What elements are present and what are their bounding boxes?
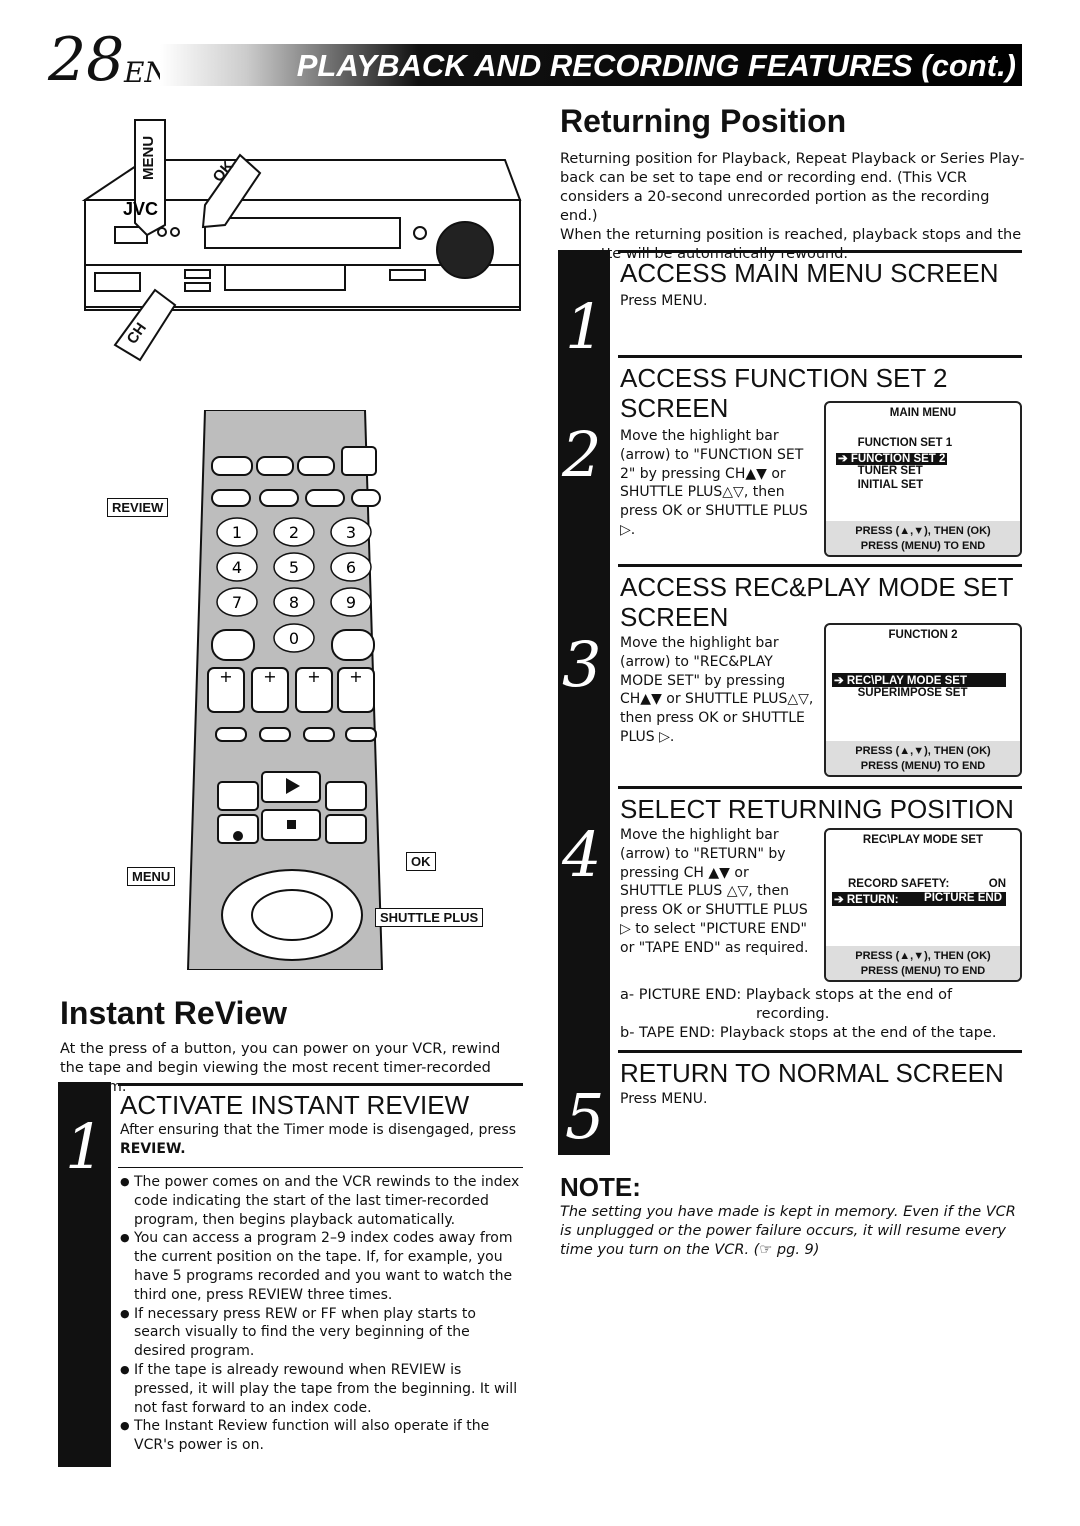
returning-step-bar bbox=[558, 250, 610, 1155]
step2-text: Move the highlight bar (arrow) to "FUNCT… bbox=[620, 428, 808, 538]
shuttle-plus-callout: SHUTTLE PLUS bbox=[375, 908, 484, 927]
recplay-screen: REC\PLAY MODE SET RECORD SAFETY:ON ➔ RET… bbox=[824, 828, 1022, 982]
vcr-menu-label: MENU bbox=[140, 135, 157, 180]
key-0: 0 bbox=[289, 629, 299, 648]
step-number-1: 1 bbox=[565, 290, 605, 363]
return-row: ➔ RETURN:PICTURE END bbox=[832, 892, 1006, 906]
bullet-1: The power comes on and the VCR rewinds t… bbox=[120, 1173, 525, 1229]
note-a-cont: recording. bbox=[756, 1006, 830, 1022]
review-key: REVIEW. bbox=[120, 1140, 186, 1157]
instant-bullets: The power comes on and the VCR rewinds t… bbox=[120, 1173, 525, 1455]
vcr-brand: JVC bbox=[123, 199, 158, 219]
menu-item-tuner-set: TUNER SET bbox=[857, 465, 923, 477]
step4-text: Move the highlight bar (arrow) to "RETUR… bbox=[620, 827, 809, 956]
instant-review-intro: At the press of a button, you can power … bbox=[60, 1041, 501, 1095]
key-7: 7 bbox=[232, 593, 242, 612]
instant-step-text: After ensuring that the Timer mode is di… bbox=[120, 1122, 516, 1157]
step3-title-2: SCREEN bbox=[620, 602, 729, 632]
step-number-4: 4 bbox=[562, 818, 602, 891]
step-number-3: 3 bbox=[562, 628, 602, 701]
returning-position-title: Returning Position bbox=[560, 103, 847, 139]
step4-rule bbox=[618, 786, 1022, 789]
review-callout: REVIEW bbox=[107, 498, 169, 517]
menu-item-recplay: ➔ REC\PLAY MODE SET bbox=[832, 673, 1006, 687]
note-b: b- TAPE END: Playback stops at the end o… bbox=[620, 1025, 997, 1041]
bullet-4: If the tape is already rewound when REVI… bbox=[120, 1361, 525, 1417]
bullet-3: If necessary press REW or FF when play s… bbox=[120, 1305, 525, 1361]
key-3: 3 bbox=[346, 523, 356, 542]
note-a: a- PICTURE END: Playback stops at the en… bbox=[620, 987, 953, 1003]
record-safety-row: RECORD SAFETY:ON bbox=[848, 878, 1006, 890]
step4-title: SELECT RETURNING POSITION bbox=[620, 794, 1014, 824]
main-menu-footer: PRESS (▲,▼), THEN (OK)PRESS (MENU) TO EN… bbox=[826, 521, 1020, 555]
instant-step-title: ACTIVATE INSTANT REVIEW bbox=[120, 1090, 470, 1120]
step2-title-2: SCREEN bbox=[620, 393, 729, 423]
main-menu-title: MAIN MENU bbox=[889, 407, 957, 419]
key-4: 4 bbox=[232, 558, 242, 577]
key-8: 8 bbox=[289, 593, 299, 612]
menu-callout: MENU bbox=[127, 867, 176, 886]
recplay-footer: PRESS (▲,▼), THEN (OK)PRESS (MENU) TO EN… bbox=[826, 946, 1020, 980]
function2-screen: FUNCTION 2 ➔ REC\PLAY MODE SET SUPERIMPO… bbox=[824, 623, 1022, 777]
svg-text:+: + bbox=[219, 667, 232, 686]
ok-callout: OK bbox=[406, 852, 436, 871]
returning-position-intro: Returning position for Playback, Repeat … bbox=[560, 151, 1025, 262]
header-bar bbox=[160, 44, 1022, 86]
key-2: 2 bbox=[289, 523, 299, 542]
instant-review-title: Instant ReView bbox=[60, 995, 288, 1031]
step2-rule bbox=[618, 355, 1022, 358]
svg-text:+: + bbox=[307, 667, 320, 686]
step3-text: Move the highlight bar (arrow) to "REC&P… bbox=[620, 635, 814, 745]
step5-rule bbox=[618, 1050, 1022, 1053]
remote-illustration: 1 2 3 4 5 6 7 8 9 0 + + + + bbox=[186, 410, 384, 970]
step-number-5: 5 bbox=[565, 1080, 605, 1153]
step2-title: ACCESS FUNCTION SET 2 bbox=[620, 363, 948, 393]
vcr-illustration: JVC bbox=[81, 119, 522, 362]
function2-footer: PRESS (▲,▼), THEN (OK)PRESS (MENU) TO EN… bbox=[826, 741, 1020, 775]
instant-step-rule bbox=[118, 1083, 523, 1086]
page-number: 28 bbox=[48, 25, 125, 95]
instant-step-divider bbox=[118, 1167, 523, 1168]
step3-rule bbox=[618, 564, 1022, 567]
bullet-5: The Instant Review function will also op… bbox=[120, 1417, 525, 1455]
main-menu-screen: MAIN MENU FUNCTION SET 1 ➔ FUNCTION SET … bbox=[824, 401, 1022, 557]
step1-text: Press MENU. bbox=[620, 293, 708, 309]
svg-text:+: + bbox=[349, 667, 362, 686]
key-6: 6 bbox=[346, 558, 356, 577]
menu-item-initial-set: INITIAL SET bbox=[857, 479, 924, 491]
menu-item-function-set-2: ➔ FUNCTION SET 2 bbox=[836, 453, 948, 465]
instant-step-bar bbox=[58, 1082, 111, 1467]
bullet-2: You can access a program 2–9 index codes… bbox=[120, 1229, 525, 1304]
menu-item-superimpose: SUPERIMPOSE SET bbox=[857, 687, 968, 699]
instant-step-number: 1 bbox=[65, 1110, 105, 1183]
key-9: 9 bbox=[346, 593, 356, 612]
step5-text: Press MENU. bbox=[620, 1091, 708, 1107]
step5-title: RETURN TO NORMAL SCREEN bbox=[620, 1058, 1004, 1088]
key-5: 5 bbox=[289, 558, 299, 577]
note-heading: NOTE: bbox=[560, 1172, 641, 1202]
note-text: The setting you have made is kept in mem… bbox=[560, 1204, 1016, 1258]
section-title: PLAYBACK AND RECORDING FEATURES (cont.) bbox=[296, 48, 1016, 83]
step1-rule bbox=[618, 250, 1022, 253]
function2-title: FUNCTION 2 bbox=[888, 629, 958, 641]
svg-text:+: + bbox=[263, 667, 276, 686]
key-1: 1 bbox=[232, 523, 242, 542]
step3-title: ACCESS REC&PLAY MODE SET bbox=[620, 572, 1014, 602]
menu-item-function-set-1: FUNCTION SET 1 bbox=[857, 437, 953, 449]
step-number-2: 2 bbox=[562, 418, 602, 491]
recplay-title: REC\PLAY MODE SET bbox=[862, 834, 984, 846]
step1-title: ACCESS MAIN MENU SCREEN bbox=[620, 258, 999, 288]
